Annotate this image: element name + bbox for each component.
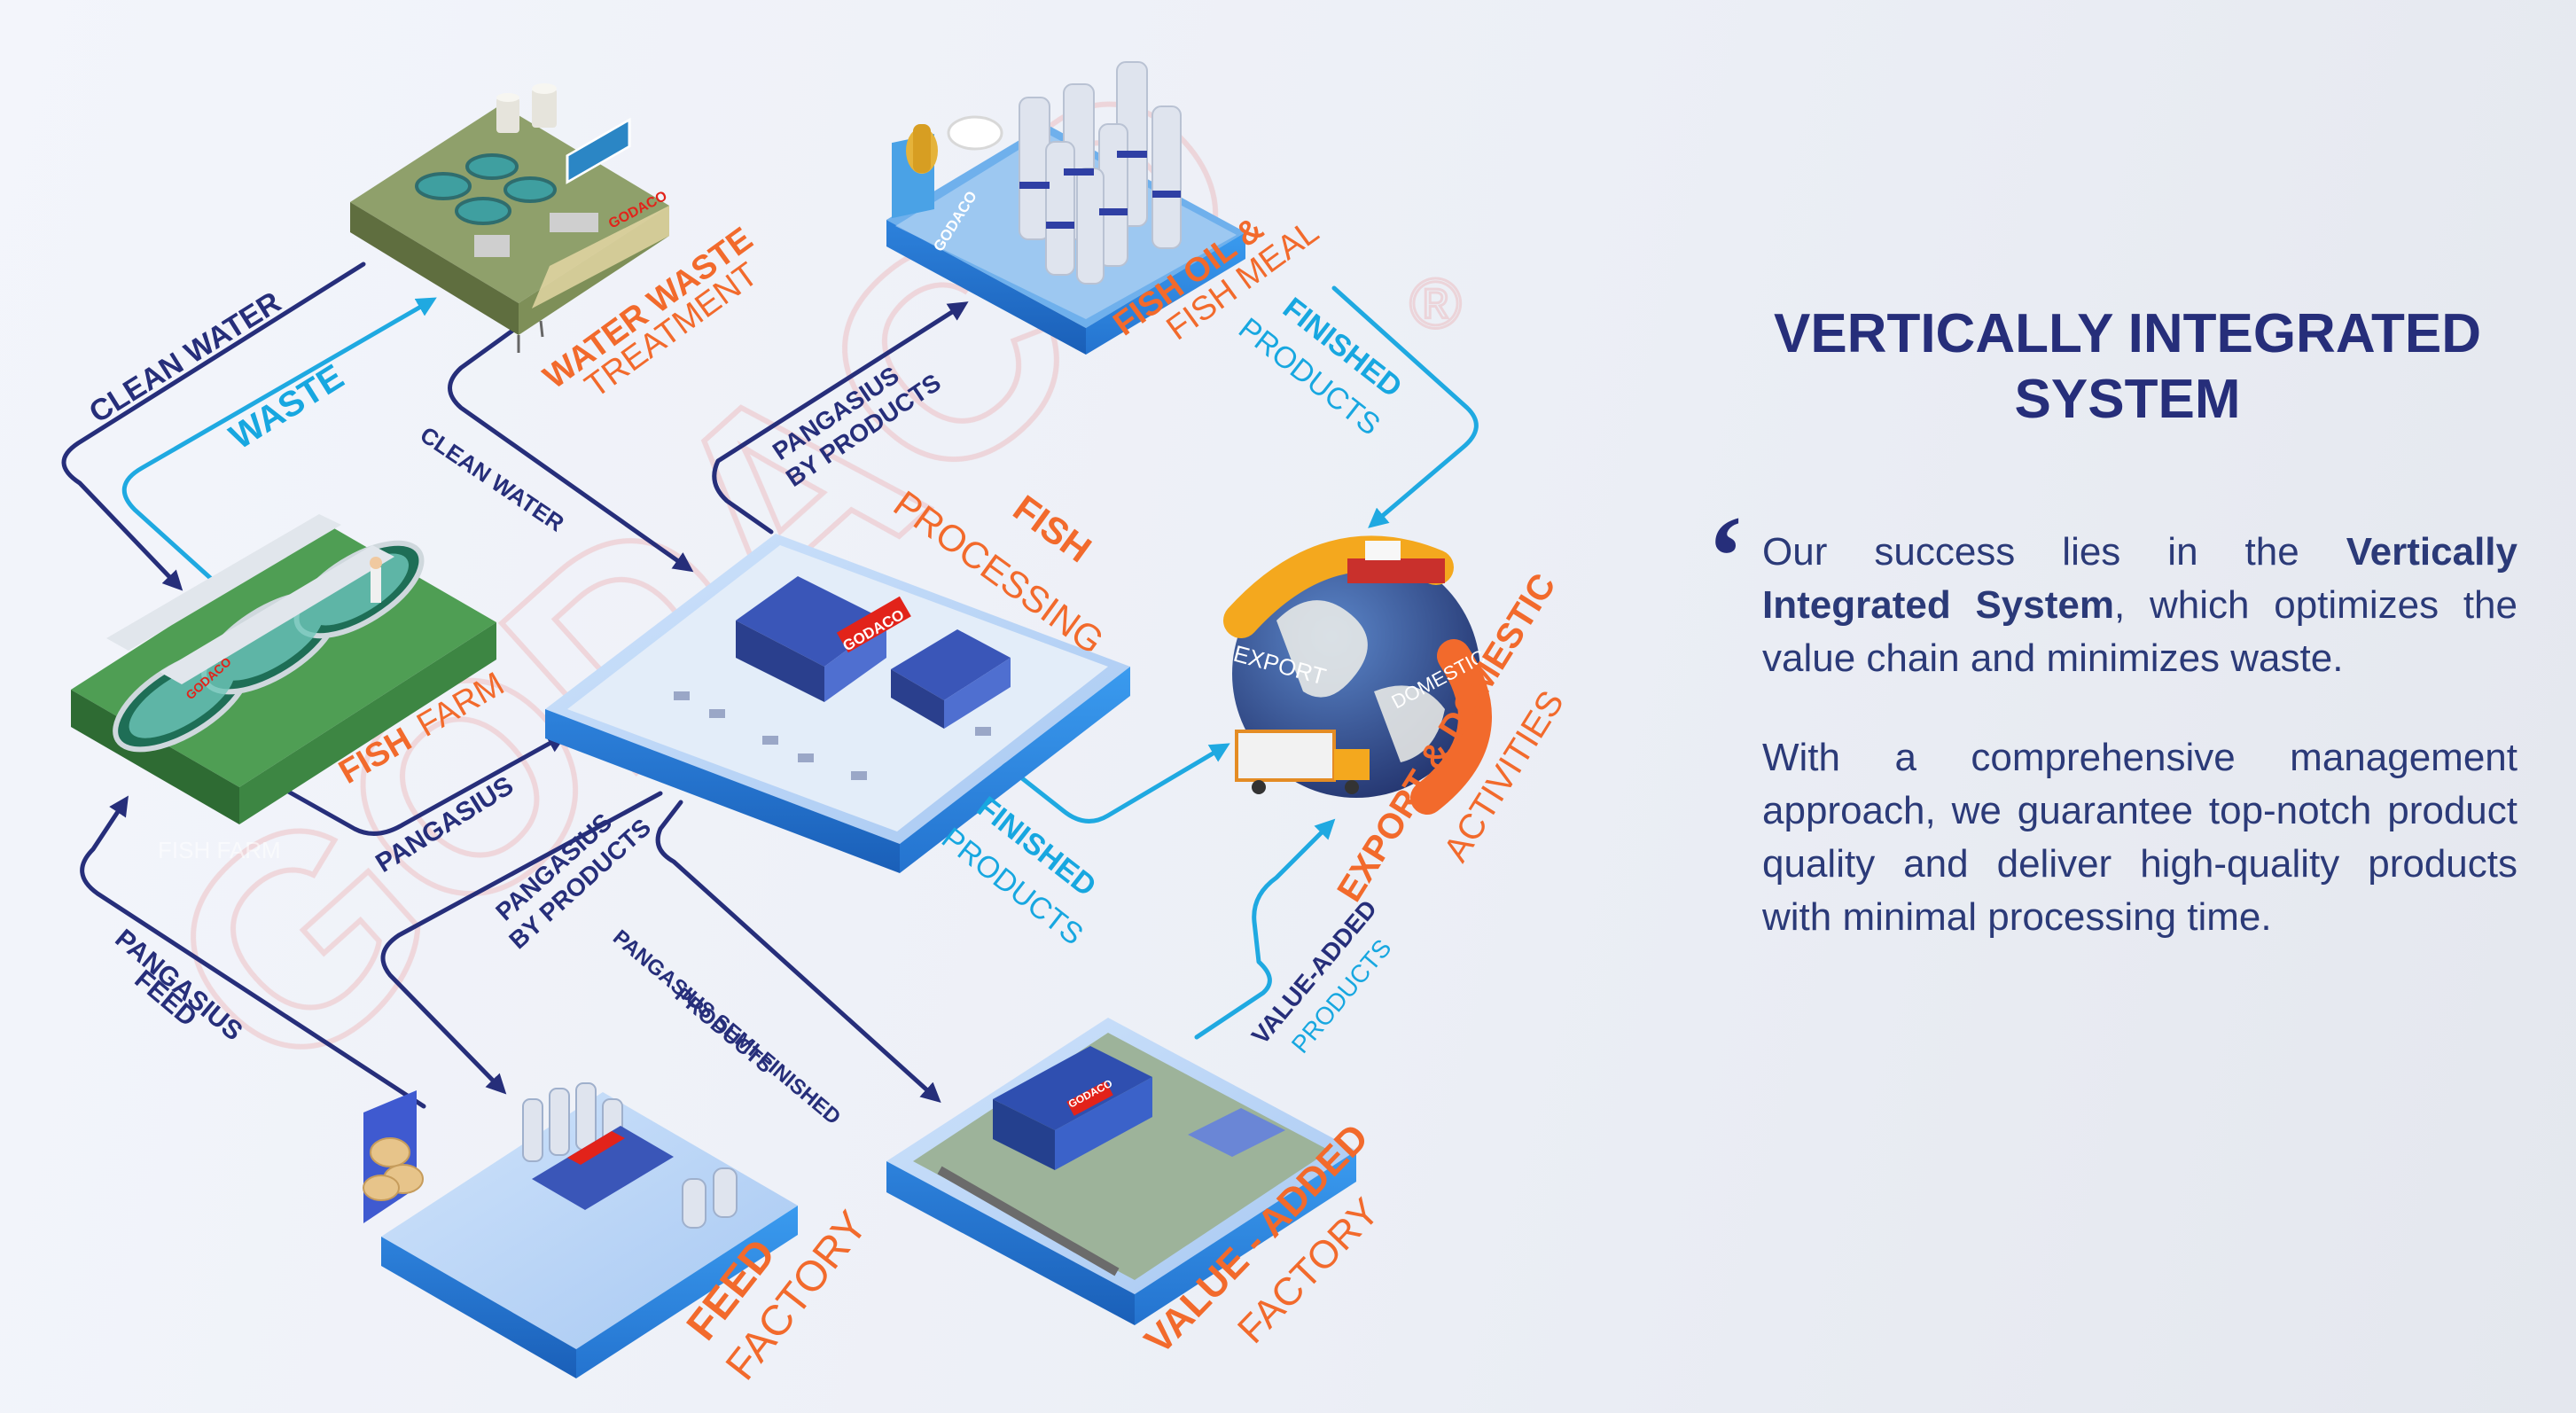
flow-waste xyxy=(121,297,437,595)
flow-by-products-top xyxy=(712,301,969,535)
water-treatment-plant: GODACO xyxy=(350,83,669,353)
info-title-line-1: VERTICALLY INTEGRATED xyxy=(1773,303,2482,364)
info-panel: VERTICALLY INTEGRATED SYSTEM ‘ Our succe… xyxy=(1706,301,2517,944)
flow-arrows xyxy=(61,262,1479,1109)
info-p1-text-b: , which optimizes the value chain and mi… xyxy=(1762,583,2517,680)
vertical-integration-diagram: GODACO ® xyxy=(61,10,1572,1389)
value-added-factory: GODACO xyxy=(886,1018,1356,1325)
fish-processing-plant: GODACO xyxy=(545,534,1130,873)
flow-label-semi-finished-2: PRODUCTS xyxy=(670,983,777,1078)
quote-mark-icon: ‘ xyxy=(1706,493,1745,621)
fish-farm-caption: FISH FARM xyxy=(158,837,281,863)
info-title-line-2: SYSTEM xyxy=(2014,369,2241,430)
flow-value-added-products xyxy=(1194,818,1336,1040)
flow-pangasius xyxy=(281,733,567,836)
flow-finished-products-mid xyxy=(986,743,1230,824)
flow-semi-finished xyxy=(655,800,941,1104)
flow-pangasius-feed xyxy=(80,795,426,1109)
info-p1-text-a: Our success lies in the xyxy=(1762,530,2346,574)
info-body: ‘ Our success lies in the Vertically Int… xyxy=(1706,499,2517,944)
flow-label-waste: WASTE xyxy=(222,357,350,457)
flow-finished-products-top xyxy=(1331,285,1479,528)
watermark-registered-mark: ® xyxy=(1409,264,1462,343)
flow-by-products-low xyxy=(380,791,663,1095)
export-globe: EXPORT DOMESTIC xyxy=(1223,535,1492,815)
info-paragraph-2: With a comprehensive management approach… xyxy=(1762,736,2517,939)
flow-clean-water-top xyxy=(61,262,366,591)
flow-clean-water-mid xyxy=(448,324,694,573)
info-p1-bold: Vertically Integrated System xyxy=(1762,530,2517,627)
feed-factory xyxy=(363,1082,798,1378)
fish-oil-plant: GODACO xyxy=(886,61,1245,355)
flow-label-clean-water-mid: CLEAN WATER xyxy=(416,421,569,537)
fish-farm: GODACO xyxy=(71,514,496,824)
info-paragraph-1: Our success lies in the Vertically Integ… xyxy=(1762,526,2517,685)
info-title: VERTICALLY INTEGRATED SYSTEM xyxy=(1737,301,2517,433)
